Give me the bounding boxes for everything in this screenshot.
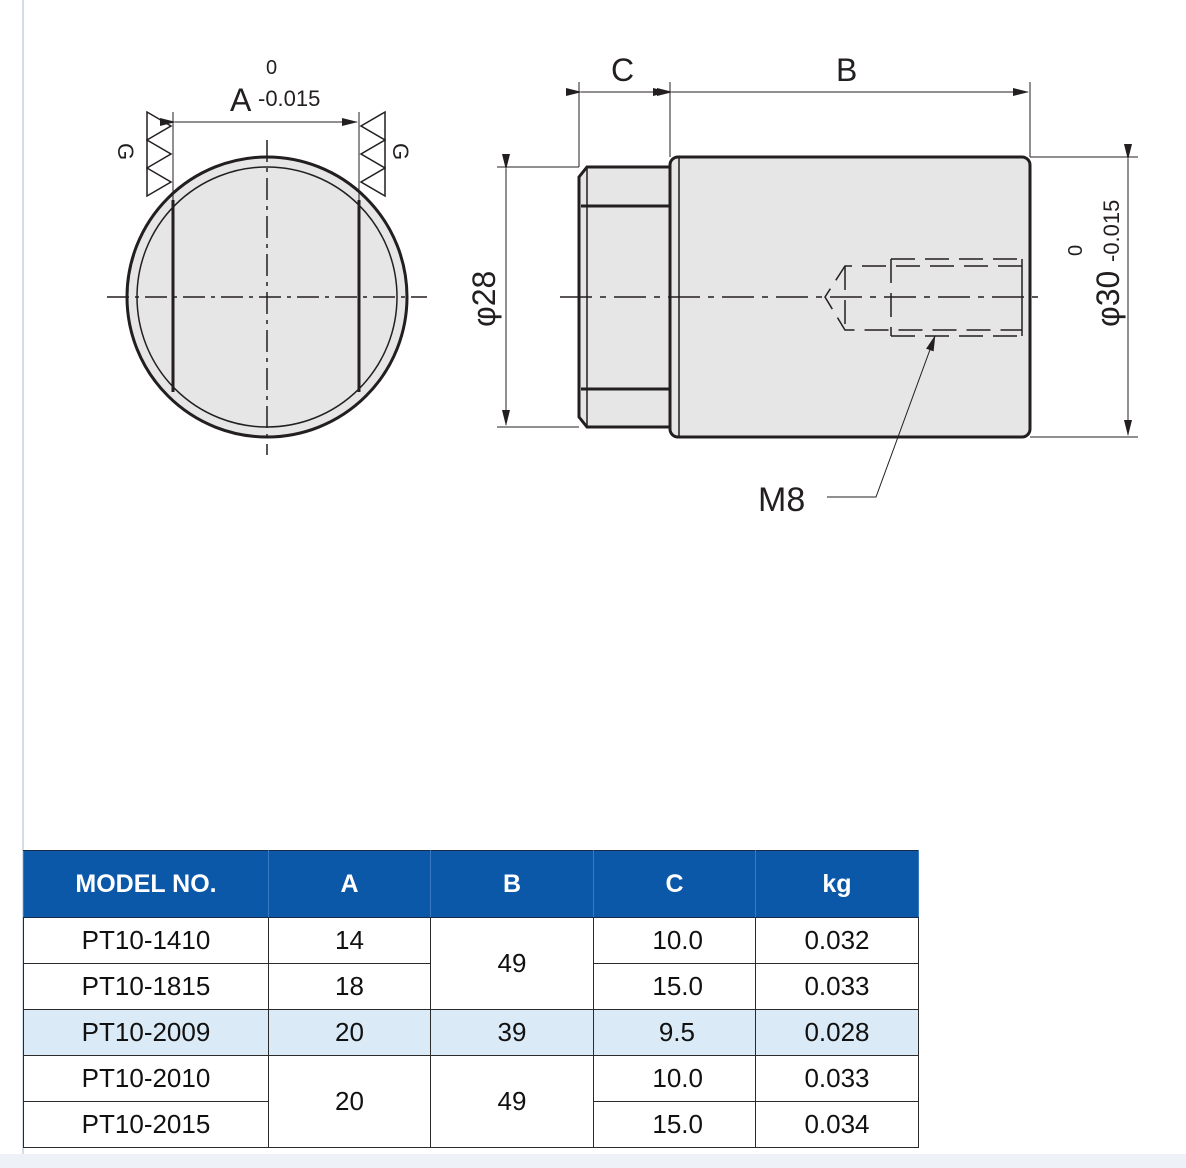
cell-model: PT10-2010	[23, 1055, 269, 1102]
dim-dia-large-tol-upper: 0	[1065, 245, 1087, 256]
cell-kg: 0.028	[755, 1009, 919, 1056]
cell-b: 39	[430, 1009, 594, 1056]
cell-kg: 0.033	[755, 963, 919, 1010]
header-b: B	[430, 850, 594, 918]
technical-drawing: A 0 -0.015 G G	[107, 52, 1138, 519]
dim-dia-small-label: φ28	[466, 271, 502, 327]
header-a: A	[268, 850, 431, 918]
cell-b: 49	[430, 1055, 594, 1148]
header-c: C	[593, 850, 756, 918]
dim-b-label: B	[836, 52, 857, 88]
header-model-no: MODEL NO.	[23, 850, 269, 918]
cell-model: PT10-2015	[23, 1101, 269, 1148]
table-header-row: MODEL NO. A B C kg	[23, 850, 919, 918]
header-kg: kg	[755, 850, 919, 918]
cell-a: 14	[268, 917, 431, 964]
table-row-highlighted: PT10-2009 20 39 9.5 0.028	[23, 1009, 919, 1056]
cell-c: 9.5	[593, 1009, 756, 1056]
cell-model: PT10-2009	[23, 1009, 269, 1056]
cell-c: 10.0	[593, 1055, 756, 1102]
dim-dia-large-tol-lower: -0.015	[1099, 200, 1124, 262]
cell-b: 49	[430, 917, 594, 1010]
cell-model: PT10-1410	[23, 917, 269, 964]
surface-finish-left	[146, 110, 173, 198]
page-left-rule	[22, 0, 24, 1168]
cell-a: 20	[268, 1055, 431, 1148]
dim-a-tol-upper: 0	[266, 57, 277, 79]
page-bottom-band	[0, 1154, 1186, 1168]
thread-label: M8	[758, 481, 805, 519]
table-row: PT10-1410 14 49 10.0 0.032	[23, 917, 919, 1010]
cell-c: 15.0	[593, 1101, 756, 1148]
dim-dia-large-label: φ30	[1090, 271, 1126, 327]
dim-c-label: C	[611, 52, 634, 88]
table-row: PT10-2010 20 49 10.0 0.033	[23, 1055, 919, 1148]
flat-mark-right: G	[388, 143, 413, 160]
cell-kg: 0.033	[755, 1055, 919, 1102]
side-view: C B φ28 φ30 0 -0.015 M8	[466, 52, 1138, 519]
thread-leader	[827, 335, 936, 498]
dim-a-tol-lower: -0.015	[258, 86, 320, 111]
cell-a: 18	[268, 963, 431, 1010]
dim-a-label: A	[230, 82, 252, 118]
cell-c: 15.0	[593, 963, 756, 1010]
flat-mark-left: G	[113, 143, 138, 160]
cell-kg: 0.034	[755, 1101, 919, 1148]
cell-a: 20	[268, 1009, 431, 1056]
cell-c: 10.0	[593, 917, 756, 964]
table-row: PT10-2015 15.0 0.034	[23, 1101, 919, 1148]
end-view: A 0 -0.015 G G	[107, 57, 427, 455]
surface-finish-right	[359, 110, 386, 198]
cell-kg: 0.032	[755, 917, 919, 964]
cell-model: PT10-1815	[23, 963, 269, 1010]
spec-table: MODEL NO. A B C kg PT10-1410 14 49 10.0 …	[23, 850, 919, 1148]
